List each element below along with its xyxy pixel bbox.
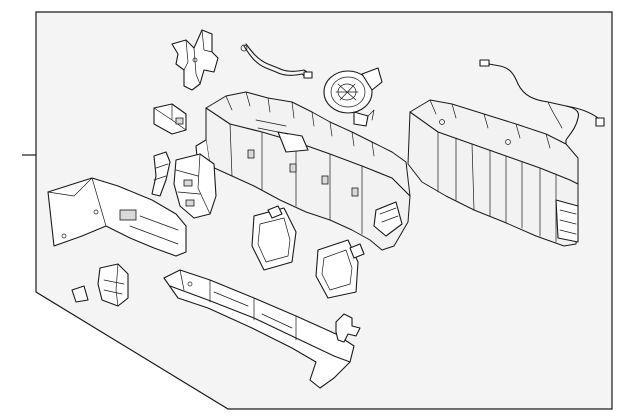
blower-fan-part xyxy=(323,67,383,127)
lower-bracket-part xyxy=(163,269,355,389)
side-panel-part xyxy=(47,177,187,257)
cover-plate-a-part xyxy=(251,205,297,271)
bracket-assembly-part xyxy=(173,153,217,219)
lower-clip-part xyxy=(71,263,129,307)
small-fitting-part xyxy=(335,313,361,343)
cover-plate-b-part xyxy=(315,239,365,299)
wire-strap-part xyxy=(240,43,313,79)
upper-bracket-part xyxy=(171,29,219,91)
connector-block-part xyxy=(153,103,187,135)
battery-case-part xyxy=(195,91,411,251)
small-clip-part xyxy=(151,151,171,197)
battery-module-part xyxy=(407,99,579,247)
